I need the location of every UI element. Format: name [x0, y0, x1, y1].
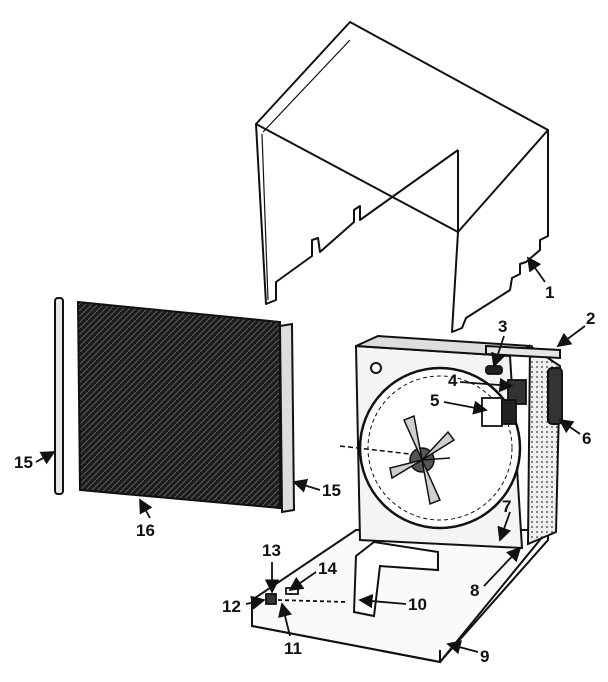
callout-15-left: 15 — [14, 453, 33, 472]
callout-14: 14 — [318, 559, 337, 578]
cabinet-wrapper — [255, 21, 549, 333]
callout-16: 16 — [136, 521, 155, 540]
callout-5: 5 — [430, 391, 440, 410]
callout-15-right: 15 — [322, 481, 341, 500]
callout-13: 13 — [262, 541, 281, 560]
callout-10: 10 — [408, 595, 427, 614]
callout-8: 8 — [470, 581, 480, 600]
leader-lines — [35, 256, 586, 655]
fan-assembly — [339, 414, 456, 506]
callout-7: 7 — [502, 497, 512, 516]
callout-9: 9 — [480, 647, 490, 666]
callout-3: 3 — [498, 317, 508, 336]
base-bracket — [352, 540, 439, 618]
callout-1: 1 — [545, 283, 555, 302]
condenser-coil — [526, 344, 563, 546]
filter-grille — [76, 300, 281, 510]
callout-4: 4 — [448, 371, 458, 390]
filter-frame-rod-left — [54, 297, 64, 495]
callout-6: 6 — [582, 429, 592, 448]
callout-2: 2 — [586, 309, 596, 328]
callout-11: 11 — [284, 639, 302, 658]
filter-frame-rod-right — [278, 322, 296, 514]
callout-12: 12 — [222, 597, 241, 616]
